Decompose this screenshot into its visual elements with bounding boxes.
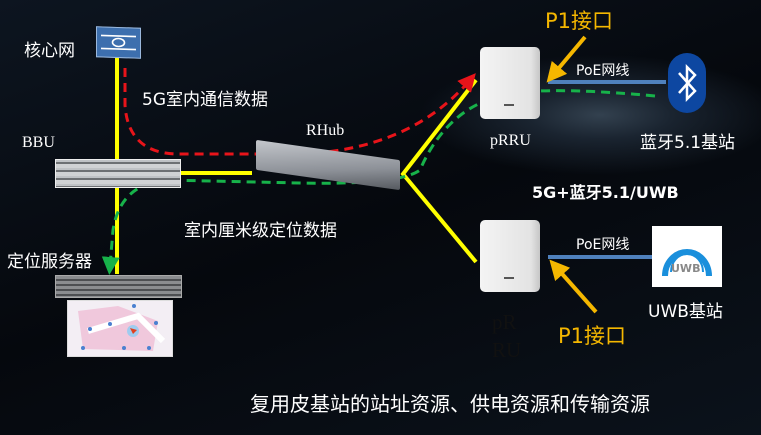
core-network-icon: [96, 26, 141, 59]
comm-data-label: 5G室内通信数据: [142, 90, 268, 110]
prru-label-bottom-line2: RU: [492, 338, 522, 362]
p1-interface-label-top: P1接口: [545, 9, 614, 33]
prru-label-top: pRRU: [490, 132, 531, 149]
uwb-icon: UWB: [652, 226, 722, 287]
p1-arrow-bottom: [549, 259, 598, 314]
core-network-label: 核心网: [24, 41, 75, 61]
prru-device-top: [480, 47, 540, 119]
indoor-map-image: [67, 300, 173, 357]
combo-label: 5G+蓝牙5.1/UWB: [532, 183, 679, 202]
poe-label-bottom: PoE网线: [576, 237, 630, 253]
caption: 复用皮基站的站址资源、供电资源和传输资源: [250, 392, 650, 416]
bbu-label: BBU: [22, 134, 55, 151]
uwb-station-label: UWB基站: [648, 302, 723, 322]
rhub-prru-links: [400, 78, 478, 264]
p1-interface-label-bottom: P1接口: [558, 324, 627, 348]
poe-label-top: PoE网线: [576, 63, 630, 79]
server-device: [55, 275, 182, 298]
bluetooth-icon: [668, 53, 706, 113]
p1-arrow-top: [546, 35, 587, 83]
uwb-logo-text: UWB: [671, 262, 701, 275]
positioning-data-label: 室内厘米级定位数据: [184, 221, 337, 241]
rhub-label: RHub: [306, 122, 345, 139]
bbu-device: [55, 159, 181, 188]
prru-device-bottom: [480, 220, 540, 292]
comm-data-path: [123, 68, 476, 156]
positioning-server-label: 定位服务器: [7, 252, 92, 272]
bluetooth-station-label: 蓝牙5.1基站: [640, 133, 736, 153]
prru-label-bottom-line1: pR: [492, 310, 517, 334]
